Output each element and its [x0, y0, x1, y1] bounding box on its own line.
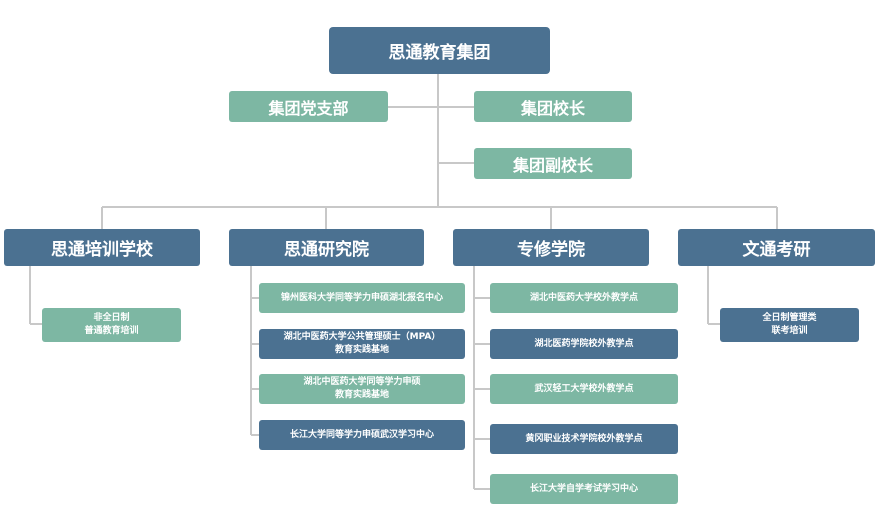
party-branch-label: 集团党支部 [268, 98, 349, 118]
division-vocational-college: 专修学院 [453, 229, 649, 266]
root-node: 思通教育集团 [329, 27, 550, 74]
vice-president-label: 集团副校长 [512, 155, 593, 175]
president-label: 集团校长 [520, 98, 585, 118]
leaf-label: 武汉轻工大学校外教学点 [534, 383, 634, 394]
leaf-node: 锦州医科大学同等学力申硕湖北报名中心 [259, 283, 465, 313]
leaf-label: 湖北中医药大学校外教学点 [529, 292, 638, 303]
division-label: 思通培训学校 [51, 240, 153, 260]
president-node: 集团校长 [474, 91, 632, 122]
party-branch-node: 集团党支部 [229, 91, 388, 122]
division-label: 思通研究院 [284, 240, 369, 260]
leaf-node: 湖北中医药大学同等学力申硕 教育实践基地 [259, 374, 465, 404]
leaf-node: 全日制管理类 联考培训 [720, 308, 859, 342]
leaf-node: 湖北中医药大学公共管理硕士（MPA） 教育实践基地 [259, 329, 465, 359]
leaf-label: 全日制管理类 联考培训 [762, 313, 817, 336]
leaf-label: 湖北中医药大学公共管理硕士（MPA） 教育实践基地 [283, 332, 441, 355]
leaf-node: 湖北医药学院校外教学点 [490, 329, 678, 359]
root-label: 思通教育集团 [388, 43, 491, 63]
division-research-institute: 思通研究院 [229, 229, 424, 266]
leaf-node: 湖北中医药大学校外教学点 [490, 283, 678, 313]
division-label: 专修学院 [517, 240, 585, 260]
leaf-label: 湖北医药学院校外教学点 [534, 338, 634, 349]
leaf-label: 长江大学同等学力申硕武汉学习中心 [289, 429, 434, 440]
leaf-node: 黄冈职业技术学院校外教学点 [490, 424, 678, 454]
division-label: 文通考研 [742, 240, 811, 260]
leaf-label: 黄冈职业技术学院校外教学点 [525, 433, 643, 444]
leaf-node: 长江大学同等学力申硕武汉学习中心 [259, 420, 465, 450]
vice-president-node: 集团副校长 [474, 148, 632, 179]
leaf-node: 非全日制 普通教育培训 [42, 308, 181, 342]
leaf-node: 长江大学自学考试学习中心 [490, 474, 678, 504]
leaf-label: 长江大学自学考试学习中心 [529, 483, 638, 494]
leaf-node: 武汉轻工大学校外教学点 [490, 374, 678, 404]
leaf-label: 非全日制 普通教育培训 [84, 313, 139, 336]
leaf-label: 锦州医科大学同等学力申硕湖北报名中心 [280, 292, 443, 303]
division-training-school: 思通培训学校 [4, 229, 200, 266]
leaf-label: 湖北中医药大学同等学力申硕 教育实践基地 [303, 377, 421, 400]
division-postgrad-exam: 文通考研 [678, 229, 875, 266]
